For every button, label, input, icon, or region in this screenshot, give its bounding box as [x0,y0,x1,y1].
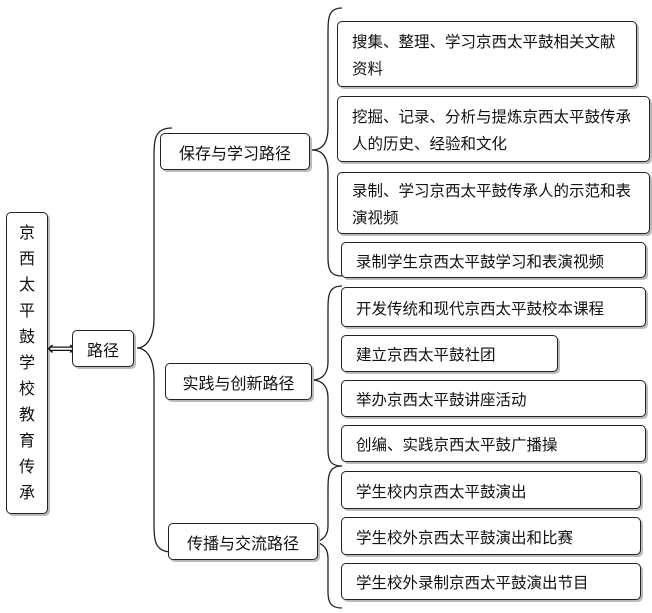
leaf-item: 举办京西太平鼓讲座活动 [341,380,646,417]
branch-preserve-learn: 保存与学习路径 [160,133,310,170]
leaf-item: 录制、学习京西太平鼓传承人的示范和表演视频 [337,172,650,234]
leaf-item: 学生校外京西太平鼓演出和比赛 [341,517,641,555]
leaf-item: 建立京西太平鼓社团 [341,335,558,372]
root-label: 京西太平鼓学校教育传承 [18,223,35,502]
branch-practice-innovate: 实践与创新路径 [165,363,312,400]
leaf-item: 开发传统和现代京西太平鼓校本课程 [341,287,646,327]
root-node: 京西太平鼓学校教育传承 [6,212,48,514]
path-node: 路径 [72,330,134,367]
double-arrow-icon: ⟺ [47,336,76,360]
branch-spread-exchange: 传播与交流路径 [168,523,318,560]
leaf-item: 学生校外录制京西太平鼓演出节目 [341,563,641,600]
leaf-item: 录制学生京西太平鼓学习和表演视频 [341,242,646,278]
leaf-item: 挖掘、记录、分析与提炼京西太平鼓传承人的历史、经验和文化 [337,96,650,162]
leaf-item: 学生校内京西太平鼓演出 [341,471,641,509]
leaf-item: 创编、实践京西太平鼓广播操 [341,425,646,462]
leaf-item: 搜集、整理、学习京西太平鼓相关文献资料 [337,21,637,87]
